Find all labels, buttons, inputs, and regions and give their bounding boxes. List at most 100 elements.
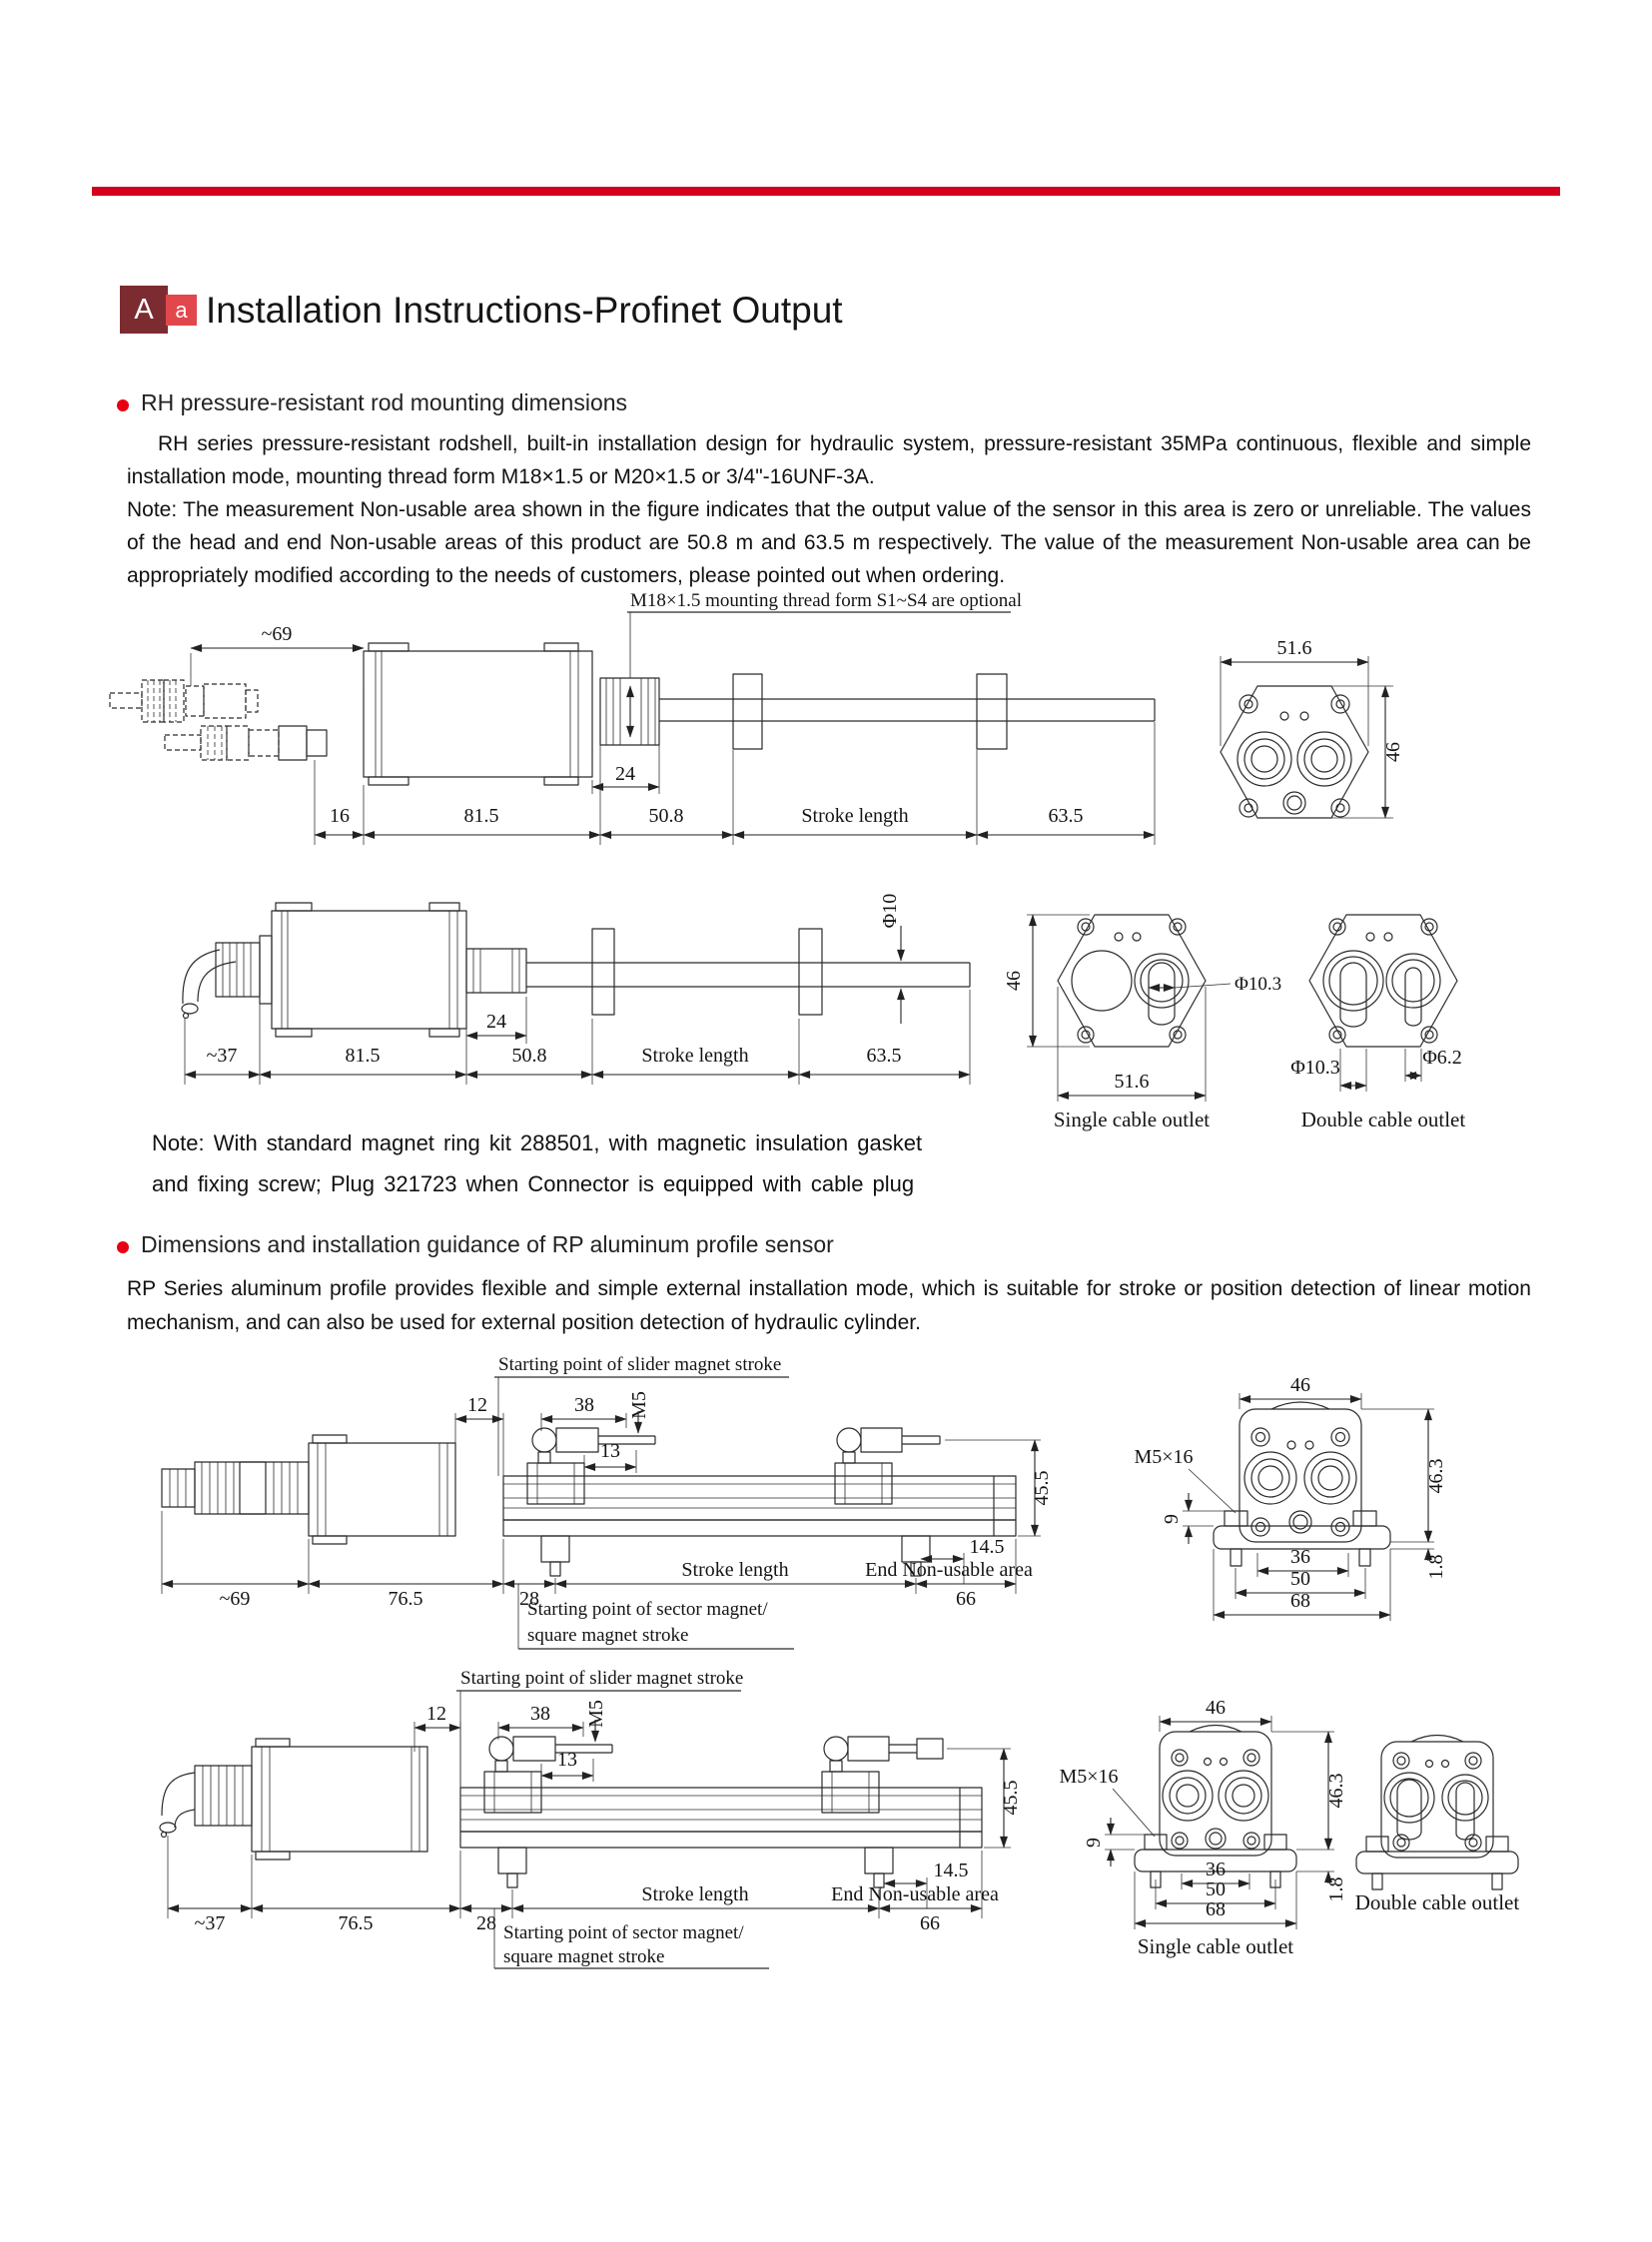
dim-label: 13 xyxy=(600,1440,620,1462)
callout-label: Starting point of sector magnet/ xyxy=(527,1599,768,1620)
dim-label: 38 xyxy=(530,1703,550,1725)
caption-double-outlet: Double cable outlet xyxy=(1301,1108,1466,1131)
dim-label: 46 xyxy=(1003,971,1025,991)
dim-label: 46 xyxy=(1206,1697,1226,1719)
dim-label: 45.5 xyxy=(1031,1471,1053,1506)
bullet-icon xyxy=(117,1241,129,1253)
dim-455: 45.5 xyxy=(947,1748,1022,1849)
dim-label: 14.5 xyxy=(934,1860,969,1881)
section-rh-heading: RH pressure-resistant rod mounting dimen… xyxy=(141,389,628,415)
dim-label: 9 xyxy=(1083,1838,1105,1848)
dim-label: 50 xyxy=(1290,1568,1310,1590)
dim-label: 81.5 xyxy=(346,1045,381,1067)
dim-label: 38 xyxy=(574,1394,594,1416)
rh-sensor-body xyxy=(363,642,593,786)
dim-12-38-m5-13: 12 38 M5 13 xyxy=(454,1391,650,1476)
callout-label: square magnet stroke xyxy=(503,1946,664,1967)
dim-label: 46 xyxy=(1382,742,1404,762)
dim-label: End Non-usable area xyxy=(865,1559,1033,1581)
dim-label: Stroke length xyxy=(681,1559,788,1581)
rh-rod-drawing-bottom: Φ10 24 ~37 81.5 50.8 Stroke length 63.5 … xyxy=(181,894,1466,1131)
dim-label: Φ10.3 xyxy=(1290,1057,1340,1079)
dim-label: 76.5 xyxy=(339,1912,374,1934)
dim-chain: ~37 81.5 50.8 Stroke length 63.5 xyxy=(184,990,971,1085)
thread-callout-label: M18×1.5 mounting thread form S1~S4 are o… xyxy=(630,590,1022,611)
mounting-thread-and-rod xyxy=(599,673,1156,750)
section-rh-body: RH series pressure-resistant rodshell, b… xyxy=(127,427,1531,592)
dim-455: 45.5 xyxy=(945,1439,1053,1537)
sector-magnet-callout: Starting point of sector magnet/ square … xyxy=(493,1908,769,1969)
magnet-kit-note: Note: With standard magnet ring kit 2885… xyxy=(152,1122,922,1204)
dim-label: 28 xyxy=(519,1588,539,1610)
section-rp-body: RP Series aluminum profile provides flex… xyxy=(127,1272,1531,1340)
rp-end-view-double: Double cable outlet xyxy=(1355,1734,1520,1914)
dim-label: M5×16 xyxy=(1059,1766,1118,1788)
connector-options-drawing xyxy=(109,679,328,761)
rp-end-view-single: 46 M5×16 9 46.3 1.8 36 50 68 Single ca xyxy=(1059,1697,1347,1958)
dim-label: 16 xyxy=(330,805,350,827)
slider-magnets xyxy=(483,1736,944,1814)
dim-phi10: Φ10 xyxy=(879,894,905,1024)
dim-label: Φ6.2 xyxy=(1422,1047,1462,1069)
section-badge-small: a xyxy=(166,295,197,326)
dim-24: 24 xyxy=(465,997,527,1044)
dim-label: 66 xyxy=(920,1912,940,1934)
aluminum-profile-rail xyxy=(459,1787,983,1888)
dim-label: 46 xyxy=(1290,1374,1310,1396)
dim-chain: ~37 76.5 28 Stroke length End Non-usable… xyxy=(167,1836,999,1934)
section-badge-large: A xyxy=(120,286,168,334)
dim-label: 63.5 xyxy=(867,1045,902,1067)
dim-24: 24 xyxy=(591,745,660,794)
rh-note-paragraph: Note: The measurement Non-usable area sh… xyxy=(127,498,1531,587)
dim-label: Stroke length xyxy=(801,805,908,827)
dim-label: ~37 xyxy=(207,1045,238,1067)
top-red-rule xyxy=(92,187,1560,196)
slider-stroke-callout: Starting point of slider magnet stroke xyxy=(494,1354,789,1476)
rp-intro-paragraph: RP Series aluminum profile provides flex… xyxy=(127,1277,1531,1334)
elbow-cable-connector xyxy=(181,935,273,1020)
callout-label: Starting point of slider magnet stroke xyxy=(460,1668,743,1689)
rp-end-view: 46 M5×16 9 46.3 1.8 36 50 68 xyxy=(1134,1374,1447,1621)
rh-intro-paragraph: RH series pressure-resistant rodshell, b… xyxy=(127,432,1531,488)
dim-label: 50 xyxy=(1206,1878,1226,1900)
dim-12-38-m5-13: 12 38 M5 13 xyxy=(413,1700,607,1788)
dim-label: 36 xyxy=(1290,1546,1310,1568)
double-outlet-end-view: Φ10.3 Φ6.2 Double cable outlet xyxy=(1290,914,1466,1131)
dim-label: 51.6 xyxy=(1115,1071,1150,1093)
dim-label: 14.5 xyxy=(970,1536,1005,1558)
callout-label: Starting point of sector magnet/ xyxy=(503,1922,744,1943)
dim-label: 81.5 xyxy=(464,805,499,827)
dim-label: M5 xyxy=(628,1391,650,1419)
rh-end-view: 51.6 46 xyxy=(1220,637,1404,819)
rp-profile-drawing-top: Starting point of slider magnet stroke 1… xyxy=(161,1354,1447,1650)
sector-magnet-callout: Starting point of sector magnet/ square … xyxy=(517,1584,794,1650)
callout-label: square magnet stroke xyxy=(527,1625,688,1646)
dim-chain: 16 81.5 50.8 Stroke length 63.5 xyxy=(314,722,1156,845)
dim-label: 13 xyxy=(557,1749,577,1771)
dim-label: 45.5 xyxy=(1000,1781,1022,1816)
dim-label: 12 xyxy=(467,1394,487,1416)
dim-label: End Non-usable area xyxy=(831,1883,999,1905)
single-outlet-end-view: Φ10.3 46 51.6 Single cable outlet xyxy=(1003,914,1281,1131)
dim-label: M5 xyxy=(585,1700,607,1728)
dim-label: ~69 xyxy=(262,623,293,645)
dim-label: 12 xyxy=(426,1703,446,1725)
dim-label: 46.3 xyxy=(1425,1459,1447,1494)
rp-profile-drawing-bottom: Starting point of slider magnet stroke 1… xyxy=(159,1668,1520,1969)
dim-label: Stroke length xyxy=(641,1883,748,1905)
dim-label: 68 xyxy=(1206,1898,1226,1920)
caption-double-outlet: Double cable outlet xyxy=(1355,1890,1520,1914)
dim-label: 24 xyxy=(486,1011,506,1033)
dim-label: 51.6 xyxy=(1277,637,1312,659)
dim-label: ~69 xyxy=(220,1588,251,1610)
dim-label: 24 xyxy=(615,763,635,785)
rp-sensor-head xyxy=(161,1434,456,1545)
rh-rod-drawing-top: M18×1.5 mounting thread form S1~S4 are o… xyxy=(109,590,1404,845)
thread-callout: M18×1.5 mounting thread form S1~S4 are o… xyxy=(627,590,1022,678)
dim-label: M5×16 xyxy=(1134,1446,1193,1468)
dim-69: ~69 xyxy=(190,623,365,686)
magnet-kit-note-line2: and fixing screw; Plug 321723 when Conne… xyxy=(152,1171,915,1196)
dim-label: 63.5 xyxy=(1049,805,1084,827)
dim-145: 14.5 xyxy=(883,1860,969,1908)
dim-label: ~37 xyxy=(195,1912,226,1934)
